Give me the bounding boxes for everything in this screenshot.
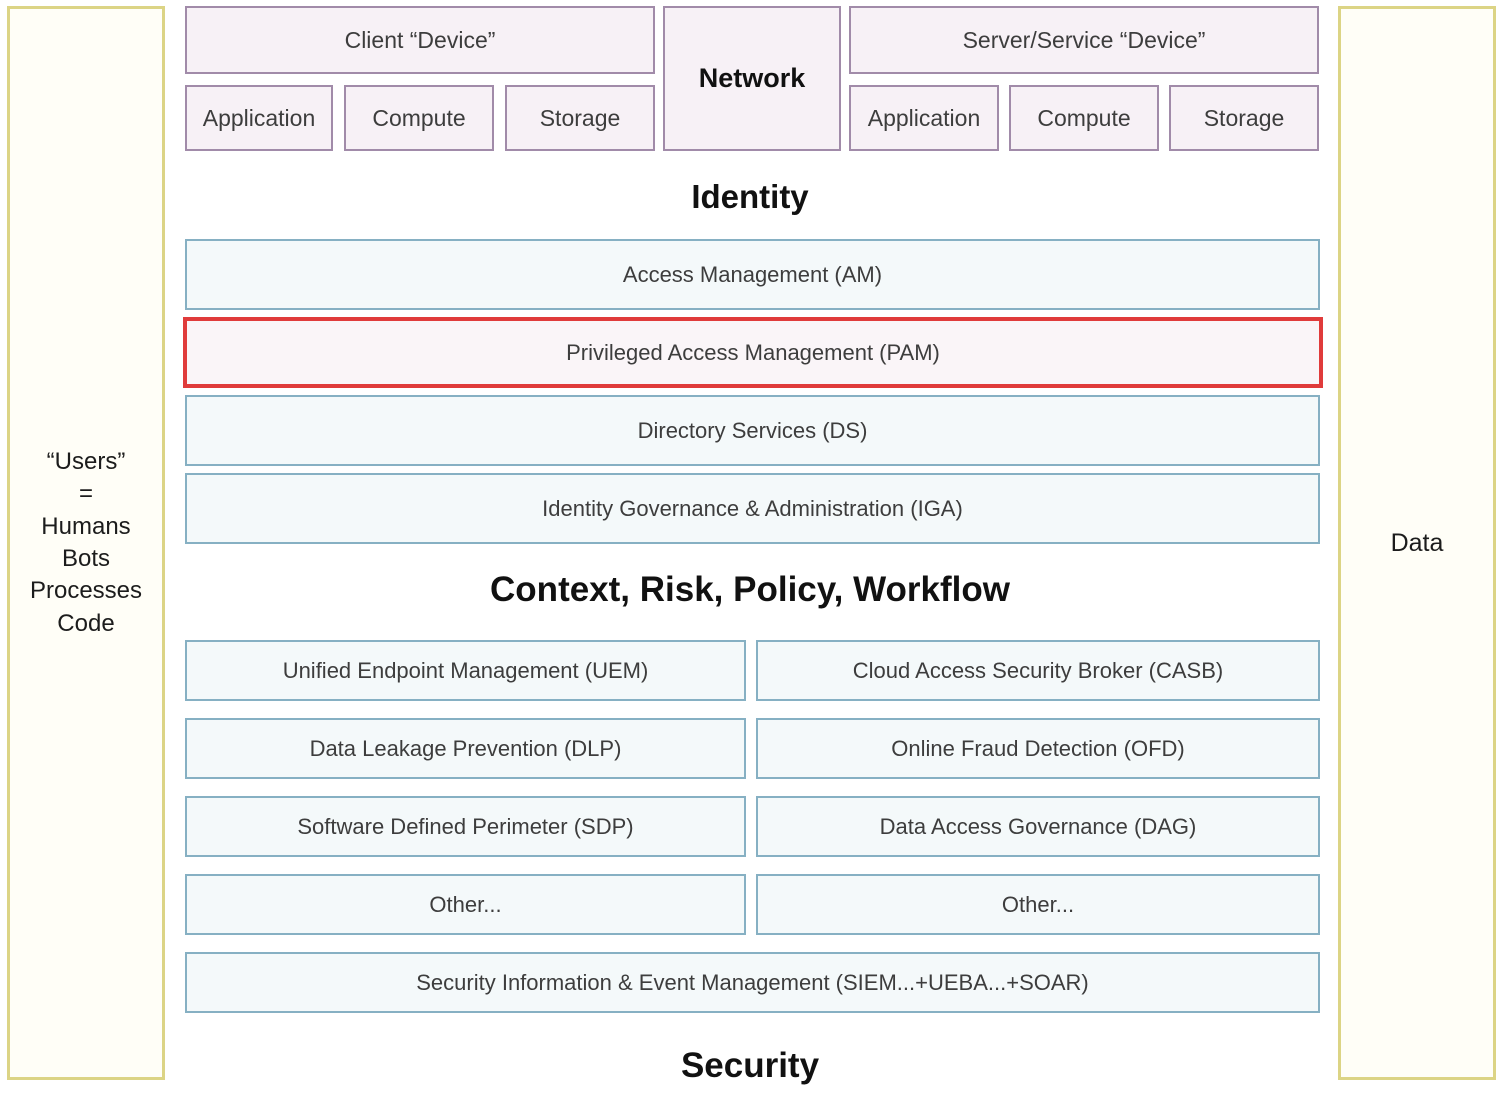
client-application-label: Application: [202, 104, 316, 131]
privileged-access-management-row[interactable]: Privileged Access Management (PAM): [183, 317, 1323, 388]
data-access-governance-label: Data Access Governance (DAG): [879, 813, 1197, 839]
other-right-box[interactable]: Other...: [756, 874, 1320, 935]
users-panel-label: “Users” = Humans Bots Processes Code: [29, 447, 143, 637]
context-heading: Context, Risk, Policy, Workflow: [490, 570, 1010, 609]
other-left-box[interactable]: Other...: [185, 874, 746, 935]
data-leakage-prevention-label: Data Leakage Prevention (DLP): [309, 735, 622, 761]
server-application-label: Application: [867, 104, 981, 131]
other-left-label: Other...: [429, 891, 502, 917]
cloud-access-security-broker-label: Cloud Access Security Broker (CASB): [852, 657, 1224, 683]
data-panel-label: Data: [1390, 528, 1444, 557]
directory-services-row[interactable]: Directory Services (DS): [185, 395, 1320, 466]
directory-services-label: Directory Services (DS): [637, 417, 868, 443]
users-panel: “Users” = Humans Bots Processes Code: [7, 6, 165, 1080]
other-right-label: Other...: [1001, 891, 1075, 917]
server-device-label: Server/Service “Device”: [962, 26, 1206, 53]
online-fraud-detection-box[interactable]: Online Fraud Detection (OFD): [756, 718, 1320, 779]
server-device-box[interactable]: Server/Service “Device”: [849, 6, 1319, 74]
unified-endpoint-management-label: Unified Endpoint Management (UEM): [282, 657, 649, 683]
client-storage-label: Storage: [539, 104, 621, 131]
security-heading: Security: [680, 1046, 820, 1085]
identity-governance-label: Identity Governance & Administration (IG…: [542, 495, 963, 521]
privileged-access-management-label: Privileged Access Management (PAM): [566, 339, 940, 365]
identity-heading: Identity: [691, 178, 809, 215]
server-storage-label: Storage: [1203, 104, 1285, 131]
client-device-label: Client “Device”: [344, 26, 496, 53]
access-management-row[interactable]: Access Management (AM): [185, 239, 1320, 310]
server-storage-box[interactable]: Storage: [1169, 85, 1319, 151]
data-leakage-prevention-box[interactable]: Data Leakage Prevention (DLP): [185, 718, 746, 779]
identity-governance-row[interactable]: Identity Governance & Administration (IG…: [185, 473, 1320, 544]
siem-row[interactable]: Security Information & Event Management …: [185, 952, 1320, 1013]
server-compute-label: Compute: [1037, 104, 1131, 131]
client-storage-box[interactable]: Storage: [505, 85, 655, 151]
network-label: Network: [698, 63, 806, 93]
client-compute-box[interactable]: Compute: [344, 85, 494, 151]
online-fraud-detection-label: Online Fraud Detection (OFD): [891, 735, 1185, 761]
software-defined-perimeter-box[interactable]: Software Defined Perimeter (SDP): [185, 796, 746, 857]
siem-label: Security Information & Event Management …: [416, 969, 1089, 995]
software-defined-perimeter-label: Software Defined Perimeter (SDP): [297, 813, 634, 839]
server-compute-box[interactable]: Compute: [1009, 85, 1159, 151]
data-access-governance-box[interactable]: Data Access Governance (DAG): [756, 796, 1320, 857]
data-panel: Data: [1338, 6, 1496, 1080]
client-application-box[interactable]: Application: [185, 85, 333, 151]
network-box[interactable]: Network: [663, 6, 841, 151]
client-device-box[interactable]: Client “Device”: [185, 6, 655, 74]
client-compute-label: Compute: [372, 104, 466, 131]
cloud-access-security-broker-box[interactable]: Cloud Access Security Broker (CASB): [756, 640, 1320, 701]
unified-endpoint-management-box[interactable]: Unified Endpoint Management (UEM): [185, 640, 746, 701]
access-management-label: Access Management (AM): [622, 261, 883, 287]
server-application-box[interactable]: Application: [849, 85, 999, 151]
